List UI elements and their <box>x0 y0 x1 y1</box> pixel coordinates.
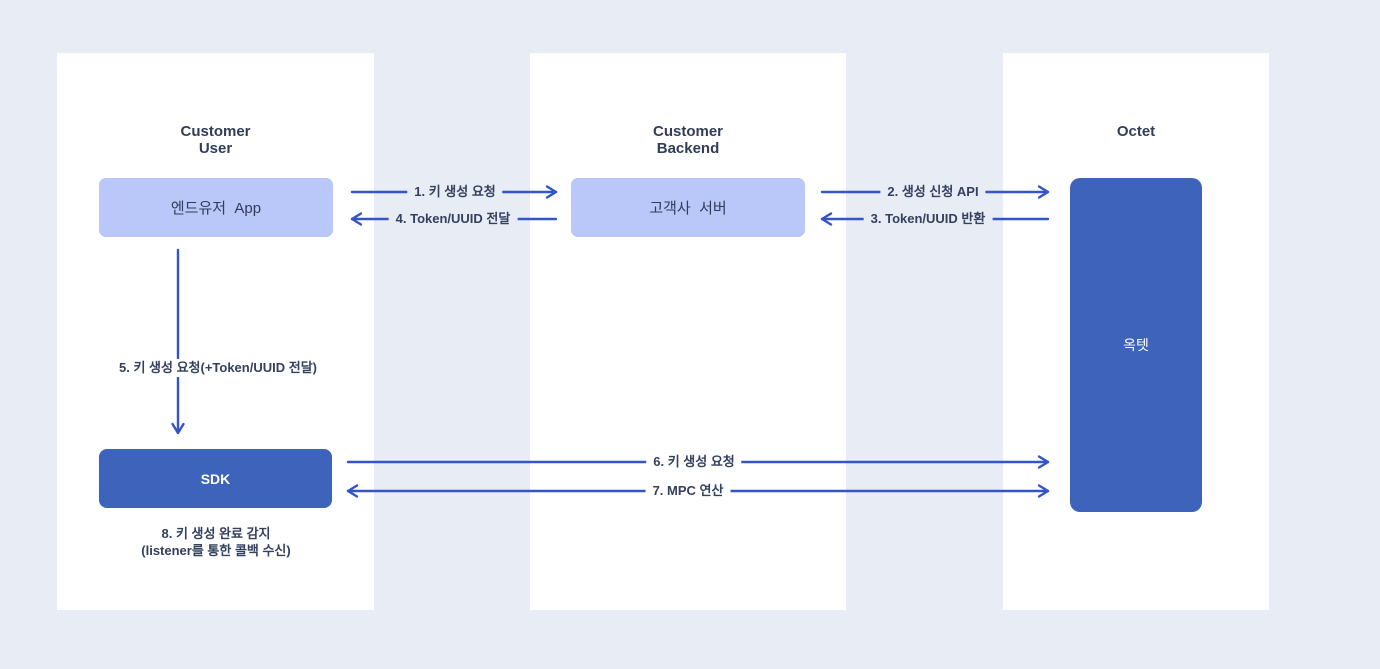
lane-title-octet: Octet <box>1116 123 1156 140</box>
lane-customer-backend: Customer Backend <box>530 53 846 610</box>
note-label-8: 8. 키 생성 완료 감지 (listener를 통한 콜백 수신) <box>141 526 291 558</box>
arrow-label-3: 3. Token/UUID 반환 <box>863 210 993 228</box>
arrow-label-7: 7. MPC 연산 <box>645 482 731 500</box>
arrow-label-1: 1. 키 생성 요청 <box>407 183 503 201</box>
arrow-label-6: 6. 키 생성 요청 <box>646 453 742 471</box>
node-octet: 옥텟 <box>1070 178 1202 512</box>
arrow-label-5: 5. 키 생성 요청(+Token/UUID 전달) <box>112 359 324 377</box>
lane-title-customer-backend: Customer Backend <box>652 123 723 157</box>
lane-customer-user: Customer User <box>57 53 374 610</box>
node-enduser-app: 엔드유저 App <box>99 178 333 237</box>
node-sdk: SDK <box>99 449 332 508</box>
node-customer-server: 고객사 서버 <box>571 178 805 237</box>
node-octet-label: 옥텟 <box>1123 337 1149 353</box>
arrow-label-4: 4. Token/UUID 전달 <box>388 210 518 228</box>
lane-title-customer-user: Customer User <box>180 123 251 157</box>
node-enduser-app-label: 엔드유저 App <box>170 200 262 217</box>
arrow-label-2: 2. 생성 신청 API <box>880 183 986 201</box>
node-customer-server-label: 고객사 서버 <box>649 200 727 217</box>
node-sdk-label: SDK <box>200 470 231 487</box>
